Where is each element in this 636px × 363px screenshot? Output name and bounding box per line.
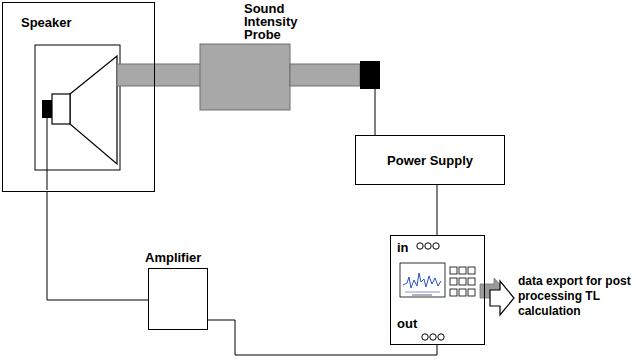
intensity-probe: Sound Intensity Probe <box>200 44 382 110</box>
node-text: in <box>397 240 409 255</box>
node-text: Sound Intensity Probe <box>244 2 324 41</box>
tube <box>117 64 202 86</box>
probe-body <box>200 44 290 110</box>
cable <box>375 110 376 135</box>
speaker-coil <box>52 94 70 124</box>
probe-tube <box>290 64 360 86</box>
export-note: data export for post processing TL calcu… <box>518 274 633 319</box>
analyzer-box: in out <box>390 235 485 345</box>
analyzer-buttons <box>450 267 475 296</box>
amplifier-box: Amplifier <box>148 268 208 330</box>
cable <box>437 185 438 235</box>
node-text: Amplifier <box>145 250 201 265</box>
speaker-box: Speaker <box>2 2 155 192</box>
node-text: Power Supply <box>387 153 473 168</box>
speaker-wire <box>47 118 48 190</box>
probe-cable <box>375 89 376 110</box>
power-supply-box: Power Supply <box>355 135 505 185</box>
speaker-housing <box>35 45 120 170</box>
node-text: Speaker <box>21 15 72 30</box>
cable <box>47 192 148 300</box>
export-arrow <box>490 281 514 315</box>
node-text: out <box>397 316 417 331</box>
speaker-cone <box>70 56 117 164</box>
speaker-magnet <box>42 100 52 118</box>
probe-cap <box>360 61 380 89</box>
